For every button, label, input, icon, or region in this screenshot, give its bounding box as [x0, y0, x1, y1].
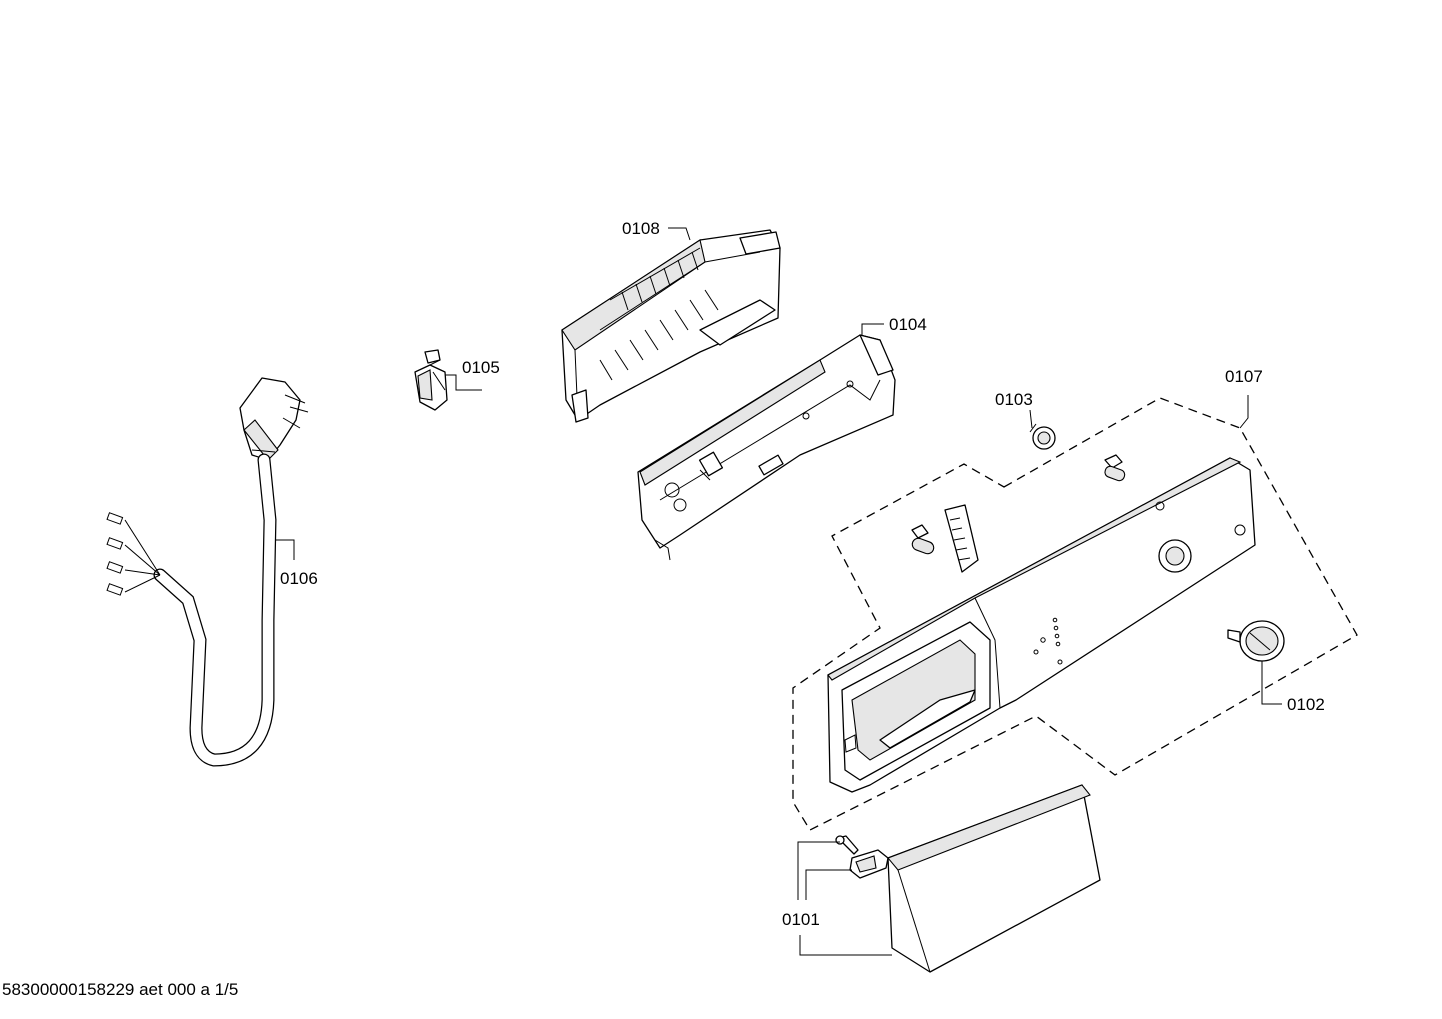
leader-0108	[668, 227, 691, 241]
part-0102-program-knob	[1227, 620, 1285, 662]
label-0103: 0103	[995, 390, 1033, 409]
leader-0102	[1261, 661, 1282, 705]
label-0105: 0105	[462, 358, 500, 377]
leader-0106	[275, 539, 295, 560]
label-0102: 0102	[1287, 695, 1325, 714]
leader-0104	[861, 323, 884, 335]
part-0107-led-strip	[944, 504, 979, 573]
label-0104: 0104	[889, 315, 927, 334]
part-0104-module	[637, 334, 896, 561]
part-0105-connector	[414, 349, 448, 411]
part-0107-control-panel	[827, 457, 1256, 793]
part-0101-clip	[849, 849, 889, 879]
drawing-number-footer: 58300000158229 aet 000 a 1/5	[2, 980, 239, 999]
leader-0107	[1239, 395, 1249, 429]
leader-0105	[445, 374, 482, 391]
leader-0101	[797, 841, 892, 956]
part-0107-light-pipe-b	[911, 524, 935, 555]
group-0107-outline	[792, 397, 1358, 831]
label-0101: 0101	[782, 910, 820, 929]
part-0103-knob	[1029, 423, 1056, 450]
leader-0103	[1029, 409, 1033, 429]
label-0106: 0106	[280, 569, 318, 588]
part-0106-power-cord	[106, 377, 309, 767]
part-0107-light-pipe-a	[1104, 454, 1126, 482]
label-0108: 0108	[622, 219, 660, 238]
label-0107: 0107	[1225, 367, 1263, 386]
part-0101-drawer-handle	[887, 784, 1101, 973]
part-0108-housing	[561, 229, 781, 423]
part-0101-screw	[835, 835, 859, 855]
